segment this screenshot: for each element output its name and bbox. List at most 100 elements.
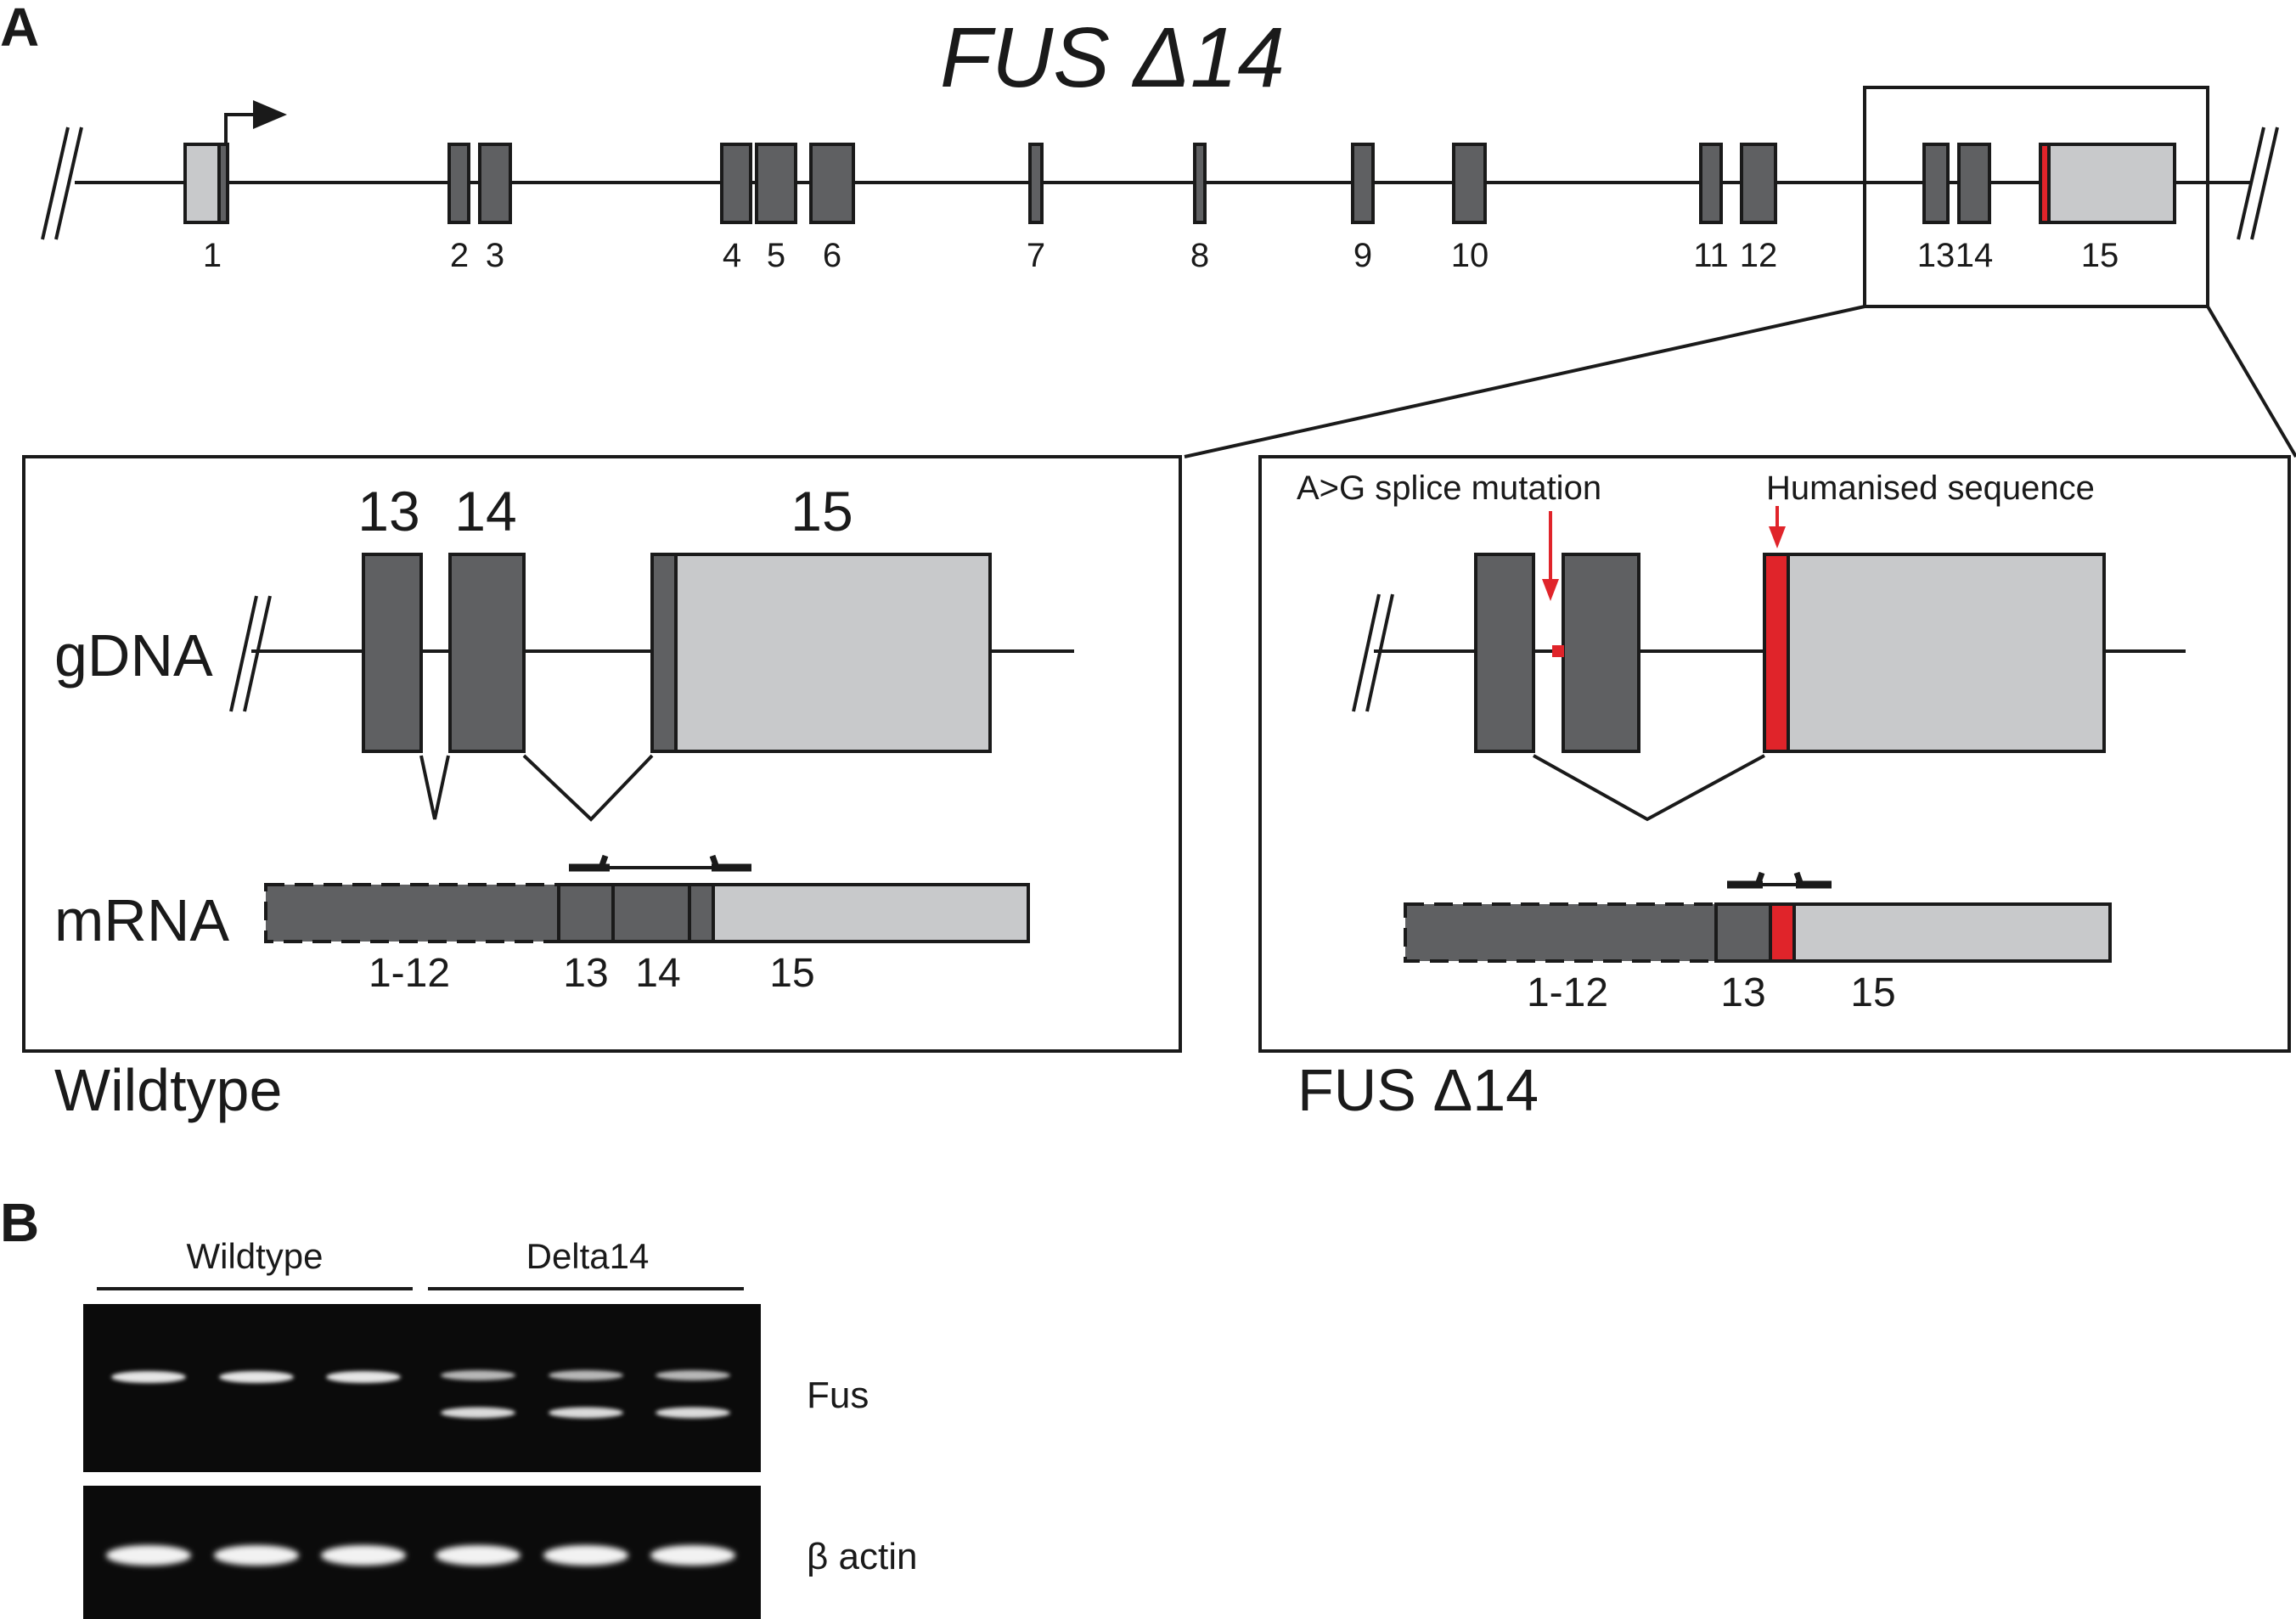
zoom-region-box — [1863, 86, 2209, 308]
mutant-splice-13-15 — [1533, 754, 1765, 822]
exon-1-utr — [183, 143, 221, 224]
wildtype-splice-14-15 — [522, 754, 654, 822]
exon-13 — [1922, 143, 1950, 224]
gel-beta-actin — [83, 1486, 761, 1619]
mrna-label: mRNA — [54, 887, 229, 953]
exon-7 — [1028, 143, 1044, 224]
mutant-gdna-exon14 — [1562, 553, 1640, 753]
wildtype-primer-pair — [569, 854, 751, 872]
mutant-caption: FUS Δ14 — [1297, 1057, 1539, 1123]
exon-label-6: 6 — [823, 237, 841, 274]
exon-label-10: 10 — [1451, 237, 1489, 274]
mutant-mrna-label-1-12: 1-12 — [1527, 970, 1608, 1015]
wildtype-gdna-exon15-utr — [674, 553, 992, 753]
exon-label-5: 5 — [767, 237, 785, 274]
exon-6 — [809, 143, 855, 224]
wildtype-mrna-exon15-utr — [712, 883, 1030, 943]
gel-fus — [83, 1304, 761, 1472]
break-mark-right — [2237, 126, 2279, 240]
gel-band-label-fus: Fus — [807, 1374, 869, 1416]
exon-14 — [1957, 143, 1991, 224]
fus-band-track — [111, 1370, 730, 1419]
mutant-mrna-exon15-utr — [1792, 902, 2112, 963]
exon-1-coding — [217, 143, 229, 224]
mutant-panel: A>G splice mutation Humanised sequence — [1258, 455, 2291, 1123]
wildtype-mrna-exons-1-12 — [264, 883, 560, 943]
exon-4 — [720, 143, 752, 224]
promoter-arrow-icon — [224, 100, 287, 143]
exon-label-14: 14 — [1956, 237, 1994, 274]
wildtype-mrna-exon14 — [611, 883, 691, 943]
fus-band-lower-lane-5 — [549, 1407, 623, 1419]
splice-mutation-marker — [1552, 645, 1564, 657]
mutant-mrna-label-13: 13 — [1720, 970, 1765, 1015]
wildtype-exon13-label: 13 — [357, 480, 419, 542]
fus-band-lane-3 — [326, 1371, 401, 1383]
fus-band-upper-lane-4 — [441, 1370, 515, 1380]
wildtype-mrna-exon13 — [557, 883, 615, 943]
wildtype-panel: 13 14 15 gDNA mRNA 1-12 13 14 1 — [22, 455, 1182, 1123]
wildtype-gdna-break-mark — [229, 595, 272, 712]
mutant-gdna-exon15-utr — [1787, 553, 2106, 753]
exon-track — [183, 143, 2176, 224]
exon-3 — [478, 143, 512, 224]
exon-label-7: 7 — [1027, 237, 1045, 274]
zoom-line-left — [1184, 305, 1866, 458]
humanised-sequence-annotation: Humanised sequence — [1766, 469, 2095, 507]
exon-label-8: 8 — [1190, 237, 1209, 274]
fus-band-lower-lane-6 — [656, 1407, 730, 1419]
exon-15-utr — [2047, 143, 2176, 224]
fus-band-lane-1 — [111, 1371, 186, 1383]
exon-label-2: 2 — [450, 237, 469, 274]
gel-band-label-beta-actin: β actin — [807, 1536, 917, 1577]
wildtype-exon15-label: 15 — [791, 480, 853, 542]
fus-band-upper-lane-6 — [656, 1370, 730, 1380]
exon-12 — [1740, 143, 1777, 224]
mutant-gdna-exon13 — [1474, 553, 1535, 753]
humanised-arrow-icon — [1769, 506, 1786, 548]
actin-band-lane-4 — [436, 1545, 521, 1566]
exon-label-12: 12 — [1740, 237, 1778, 274]
wildtype-mrna-exon15-coding — [688, 883, 715, 943]
wildtype-caption: Wildtype — [54, 1057, 282, 1123]
mutant-frame — [1258, 455, 2291, 1053]
exon-label-4: 4 — [723, 237, 741, 274]
actin-band-track — [106, 1545, 735, 1566]
mutant-mrna-exon13 — [1714, 902, 1772, 963]
exon-2 — [447, 143, 470, 224]
exon-11 — [1699, 143, 1723, 224]
exon-label-9: 9 — [1353, 237, 1372, 274]
gel-group-label-delta14: Delta14 — [526, 1236, 650, 1276]
wildtype-gdna-exon14 — [448, 553, 526, 753]
mutant-mrna-exons-1-12 — [1404, 902, 1718, 963]
exon-label-3: 3 — [486, 237, 504, 274]
mutant-gdna-humanised-block — [1763, 553, 1790, 753]
exon-10 — [1452, 143, 1487, 224]
exon-label-11: 11 — [1693, 237, 1729, 274]
panel-b-letter: B — [0, 1192, 39, 1253]
wildtype-mrna-label-15: 15 — [769, 951, 814, 996]
wildtype-mrna-label-13: 13 — [563, 951, 608, 996]
mutant-mrna-label-15: 15 — [1850, 970, 1895, 1015]
gel-group-label-wildtype: Wildtype — [186, 1236, 323, 1276]
exon-8 — [1193, 143, 1207, 224]
gel-panel: Wildtype Delta14 Fus β actin — [83, 1236, 917, 1619]
mutant-primer-pair — [1727, 871, 1832, 889]
panel-a-letter: A — [0, 0, 39, 58]
exon-5 — [755, 143, 797, 224]
wildtype-gdna-exon15-coding — [650, 553, 678, 753]
actin-band-lane-1 — [106, 1545, 191, 1566]
actin-band-lane-6 — [650, 1545, 735, 1566]
actin-band-lane-2 — [214, 1545, 299, 1566]
wildtype-frame — [22, 455, 1182, 1053]
gdna-label: gDNA — [54, 622, 213, 689]
fus-band-lane-2 — [219, 1371, 294, 1383]
actin-band-lane-5 — [543, 1545, 628, 1566]
zoom-line-right — [2206, 305, 2296, 458]
exon-label-13: 13 — [1917, 237, 1956, 274]
wildtype-exon14-label: 14 — [454, 480, 516, 542]
wildtype-splice-13-14 — [419, 755, 450, 820]
